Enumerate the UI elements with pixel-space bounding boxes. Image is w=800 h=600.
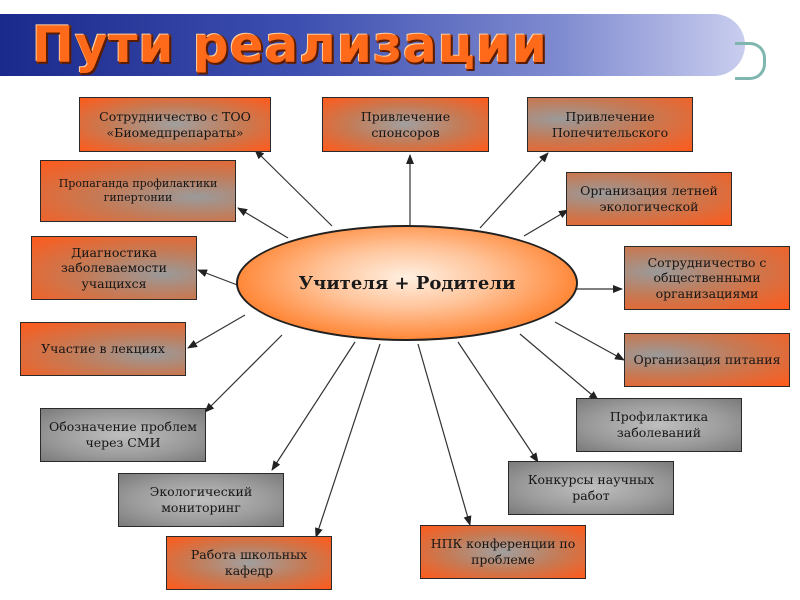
- box-media-problems-text: Обозначение проблем через СМИ: [48, 419, 198, 450]
- box-sponsors-text: Привлечение спонсоров: [360, 108, 451, 140]
- box-lectures-text: Участие в лекциях: [41, 341, 165, 357]
- arrow-to-b4: [237, 207, 289, 239]
- arrow-to-b15: [417, 343, 472, 526]
- box-hypertension-prevention: Пропаганда профилактики гипертонии: [40, 160, 236, 222]
- box-science-contests: Конкурсы научных работ: [508, 461, 674, 515]
- box-npk-conference: НПК конференции по проблеме: [420, 525, 586, 579]
- box-ecological-monitoring-text: Экологический мониторинг: [149, 484, 253, 515]
- arrow-to-b8: [187, 314, 246, 349]
- box-disease-prevention: Профилактика заболеваний: [576, 398, 742, 452]
- arrow-to-b9: [554, 321, 625, 361]
- box-summer-ecology-text: Организация летней экологической: [580, 183, 718, 214]
- arrow-to-b5: [523, 209, 569, 237]
- box-disease-prevention-text: Профилактика заболеваний: [609, 409, 709, 440]
- box-public-organizations: Сотрудничество с общественными организац…: [624, 246, 790, 310]
- box-biomed-cooperation: Сотрудничество с ТОО «Биомедпрепараты»: [79, 97, 271, 152]
- box-morbidity-diagnostics-text: Диагностика заболеваемости учащихся: [60, 244, 168, 291]
- box-public-organizations-text: Сотрудничество с общественными организац…: [647, 254, 767, 301]
- arrow-to-b12: [271, 341, 356, 471]
- arrow-to-b11: [519, 333, 599, 401]
- arrow-to-b13: [457, 341, 539, 463]
- arrow-to-b6: [197, 269, 241, 287]
- box-sponsors: Привлечение спонсоров: [322, 97, 489, 152]
- box-lectures: Участие в лекциях: [20, 322, 186, 376]
- box-science-contests-text: Конкурсы научных работ: [527, 472, 655, 503]
- center-label: Учителя + Родители: [298, 272, 516, 294]
- arrow-to-b10: [204, 334, 283, 413]
- box-school-departments-text: Работа школьных кафедр: [190, 547, 308, 578]
- box-media-problems: Обозначение проблем через СМИ: [40, 408, 206, 462]
- box-biomed-cooperation-text: Сотрудничество с ТОО «Биомедпрепараты»: [99, 108, 251, 140]
- arrow-to-b1: [254, 149, 333, 227]
- central-ellipse: Учителя + Родители: [236, 225, 578, 341]
- box-summer-ecology: Организация летней экологической: [566, 172, 732, 226]
- box-school-departments: Работа школьных кафедр: [166, 536, 332, 590]
- box-nutrition-text: Организация питания: [633, 352, 781, 368]
- banner-hook-decoration: [735, 42, 766, 80]
- box-npk-conference-text: НПК конференции по проблеме: [430, 536, 576, 567]
- box-hypertension-prevention-text: Пропаганда профилактики гипертонии: [58, 177, 218, 204]
- box-morbidity-diagnostics: Диагностика заболеваемости учащихся: [31, 236, 197, 300]
- page-title: Пути реализации: [32, 16, 548, 74]
- box-trustees-text: Привлечение Попечительского: [551, 108, 669, 140]
- box-nutrition: Организация питания: [624, 333, 790, 387]
- box-trustees: Привлечение Попечительского: [527, 97, 693, 152]
- title-banner: [0, 14, 745, 76]
- arrow-to-b3: [479, 152, 549, 229]
- arrow-to-b14: [315, 343, 381, 538]
- box-ecological-monitoring: Экологический мониторинг: [118, 473, 284, 527]
